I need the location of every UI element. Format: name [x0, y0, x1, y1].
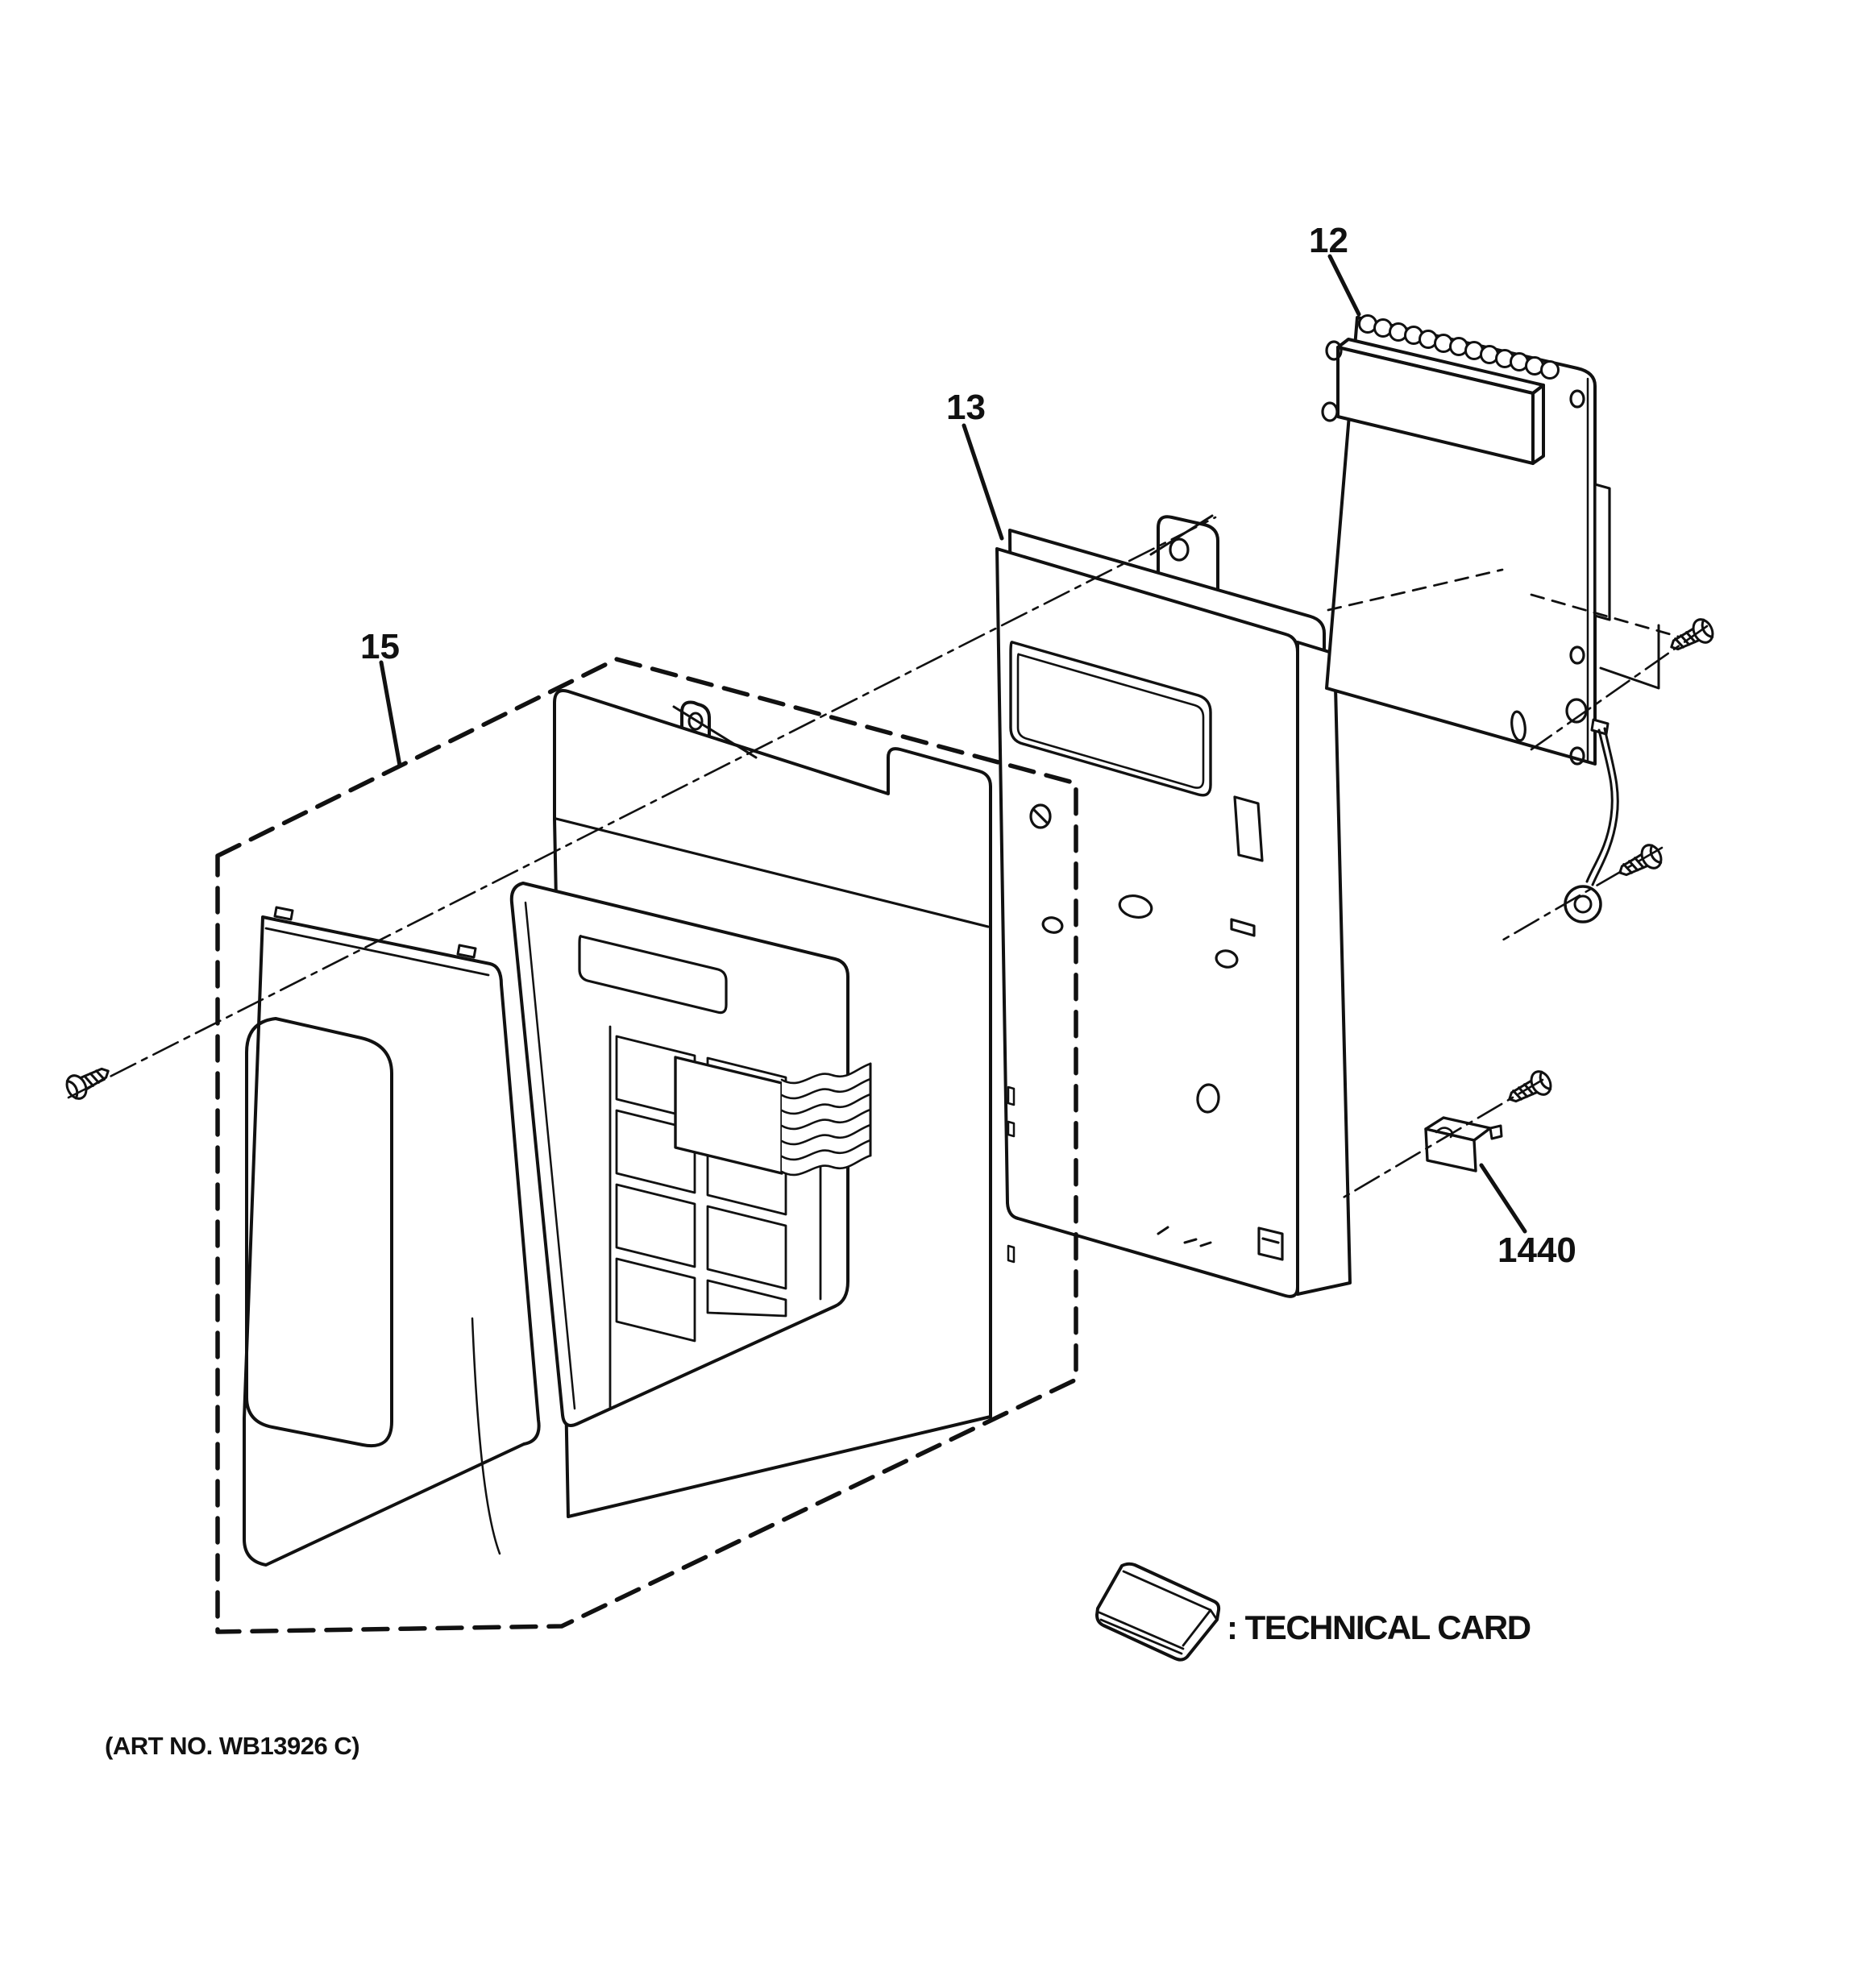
panel13-front-face [995, 547, 1299, 1298]
ribbon-connector-block [674, 1056, 783, 1175]
door-tab [456, 944, 477, 959]
panel13-display-window-inner [1016, 653, 1205, 789]
leader-15 [379, 660, 402, 768]
board-edge-rail [1593, 483, 1611, 621]
technical-card-icon [1095, 1562, 1221, 1662]
display-slot [578, 935, 728, 1015]
leader-1440 [1479, 1163, 1527, 1234]
keypad-tab-hole [687, 712, 704, 731]
part15-dashed-boundary [215, 657, 1078, 1634]
panel13-holes [1029, 795, 1284, 1261]
door-crease-line [471, 1317, 501, 1555]
leader-13 [962, 423, 1004, 541]
hidden-bracket-edge [1599, 624, 1660, 690]
front-panel-edge-line [524, 901, 576, 1410]
alignment-centerlines [67, 516, 1709, 1202]
keypad-front-panel [509, 882, 849, 1427]
part-label-12: 12 [1309, 221, 1348, 260]
component-terminal [1489, 1124, 1503, 1140]
door-tab [273, 906, 294, 921]
door-face-with-window [243, 915, 541, 1567]
part-label-15: 15 [360, 627, 400, 666]
control-panel-frame-13 [995, 515, 1352, 1298]
technical-card-legend-text: : TECHNICAL CARD [1227, 1608, 1531, 1646]
component-detail [1435, 1127, 1453, 1139]
part-label-1440: 1440 [1497, 1231, 1576, 1270]
leader-lines [379, 254, 1527, 1234]
panel13-edge-slots [1007, 1085, 1016, 1264]
art-number-text: (ART NO. WB13926 C) [105, 1732, 359, 1760]
hidden-edge-dashes [1327, 568, 1683, 639]
panel13-tab-hole [1169, 537, 1190, 562]
connector-pins [1358, 314, 1560, 380]
panel13-display-window [1009, 641, 1212, 797]
keypad-subassembly [509, 689, 992, 1518]
bracket-fold-line [555, 817, 990, 928]
circuit-board-12 [1321, 314, 1660, 923]
panel13-side-flange [1296, 641, 1352, 1296]
part-label-13: 13 [946, 388, 986, 427]
ribbon-cable [780, 1062, 872, 1177]
door-top-edge-line [264, 927, 490, 977]
panel13-face-marks [1157, 1226, 1212, 1247]
board-connector [1336, 338, 1545, 465]
leader-12 [1327, 254, 1361, 317]
tab-axis-marks [672, 514, 1214, 759]
ring-terminal [1564, 885, 1602, 923]
door-front-panel [243, 906, 541, 1567]
